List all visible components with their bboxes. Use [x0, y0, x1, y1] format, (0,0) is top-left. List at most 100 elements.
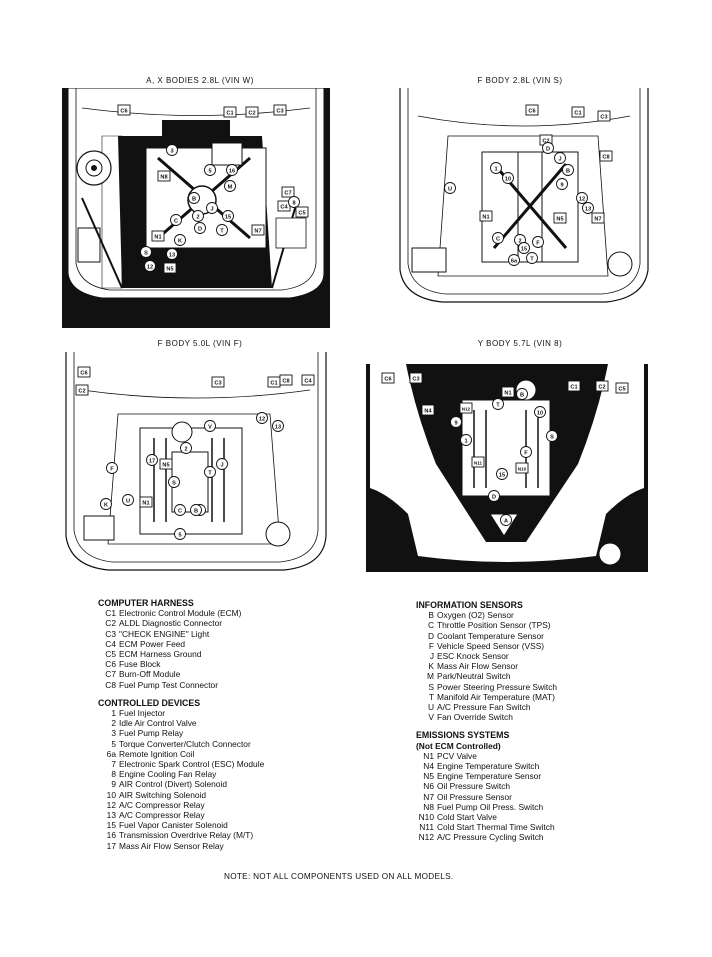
callout-marker — [479, 210, 493, 222]
callout-label: C — [178, 508, 182, 514]
legend-code: C5 — [105, 649, 116, 660]
legend-code: C7 — [105, 669, 116, 680]
callout-label: C3 — [412, 376, 419, 382]
callout-label: B — [566, 168, 570, 174]
legend-code: N7 — [423, 791, 434, 802]
callout-label: 15 — [225, 214, 231, 220]
callout-marker — [520, 446, 532, 458]
legend-label: Cold Start Valve — [437, 812, 497, 823]
legend-label: ECM Power Feed — [119, 638, 186, 649]
legend-label: Fuel Vapor Canister Solenoid — [119, 820, 228, 831]
callout-marker — [595, 380, 609, 392]
legend-label: Idle Air Control Valve — [119, 718, 197, 729]
legend-code: C6 — [105, 659, 116, 670]
callout-label: 3 — [170, 148, 173, 154]
callout-label: C3 — [276, 108, 283, 114]
legend-label: Mass Air Flow Sensor Relay — [119, 840, 224, 851]
callout-marker — [591, 212, 605, 224]
legend-label: AIR Switching Solenoid — [119, 789, 207, 800]
callout-label: N1 — [154, 234, 161, 240]
callout-label: 1 — [494, 166, 497, 172]
legend-label: Power Steering Pressure Switch — [437, 681, 558, 692]
callout-marker — [159, 458, 173, 470]
callout-marker — [553, 212, 567, 224]
callout-label: C3 — [600, 114, 607, 120]
legend-label: Fuel Pump Relay — [119, 728, 184, 739]
callout-label: C8 — [282, 378, 289, 384]
legend-code: N10 — [418, 812, 434, 823]
legend-code: D — [427, 630, 434, 641]
legend-code: 17 — [106, 840, 116, 851]
callout-marker — [518, 242, 530, 254]
callout-label: C1 — [226, 110, 233, 116]
callout-marker — [615, 382, 629, 394]
callout-label: 15 — [521, 246, 527, 252]
panel-title-bottom-right: Y BODY 5.7L (VIN 8) — [477, 339, 563, 348]
legend-code: C4 — [105, 638, 116, 649]
callout-marker — [295, 206, 309, 218]
legend-code: C2 — [105, 618, 116, 629]
callout-marker — [599, 150, 613, 162]
legend-code: 15 — [106, 820, 116, 831]
callout-label: K — [104, 502, 108, 508]
legend-code: B — [428, 610, 434, 621]
callout-marker — [174, 234, 186, 246]
callout-marker — [460, 434, 472, 446]
callout-label: N12 — [462, 406, 471, 411]
legend-label: A/C Compressor Relay — [119, 799, 205, 810]
callout-label: 2 — [196, 214, 199, 220]
legend-code: C1 — [105, 608, 116, 619]
callout-marker — [163, 262, 177, 274]
callout-label: C — [496, 236, 500, 242]
callout-marker — [597, 110, 611, 122]
callout-marker — [174, 504, 186, 516]
legend-label: Engine Cooling Fan Relay — [119, 769, 217, 780]
callout-label: A — [504, 518, 508, 524]
legend-label: A/C Compressor Relay — [119, 810, 205, 821]
callout-marker — [188, 192, 200, 204]
emissions-systems-title: EMISSIONS SYSTEMS — [416, 730, 510, 741]
legend-code: 2 — [111, 718, 116, 729]
callout-marker — [459, 402, 473, 414]
callout-marker — [492, 398, 504, 410]
legend-code: U — [427, 702, 434, 713]
callout-marker — [492, 232, 504, 244]
callout-label: C1 — [574, 110, 581, 116]
callout-marker — [567, 380, 581, 392]
callout-label: F — [536, 240, 540, 246]
callout-label: C6 — [120, 108, 127, 114]
callout-label: T — [496, 402, 500, 408]
callout-label: V — [208, 424, 212, 430]
callout-label: N5 — [166, 266, 173, 272]
callout-marker — [508, 254, 520, 266]
callout-marker — [534, 406, 546, 418]
callout-marker — [190, 504, 202, 516]
callout-label: 10 — [505, 176, 511, 182]
callout-label: C4 — [304, 378, 312, 384]
callout-marker — [546, 430, 558, 442]
callout-label: S — [550, 434, 554, 440]
callout-label: B — [194, 508, 198, 514]
legend-code: K — [428, 661, 434, 672]
callout-label: F — [524, 450, 528, 456]
legend-code: 6a — [106, 748, 116, 759]
callout-marker — [192, 210, 204, 222]
panel-title-bottom-left: F BODY 5.0L (VIN F) — [157, 339, 243, 348]
